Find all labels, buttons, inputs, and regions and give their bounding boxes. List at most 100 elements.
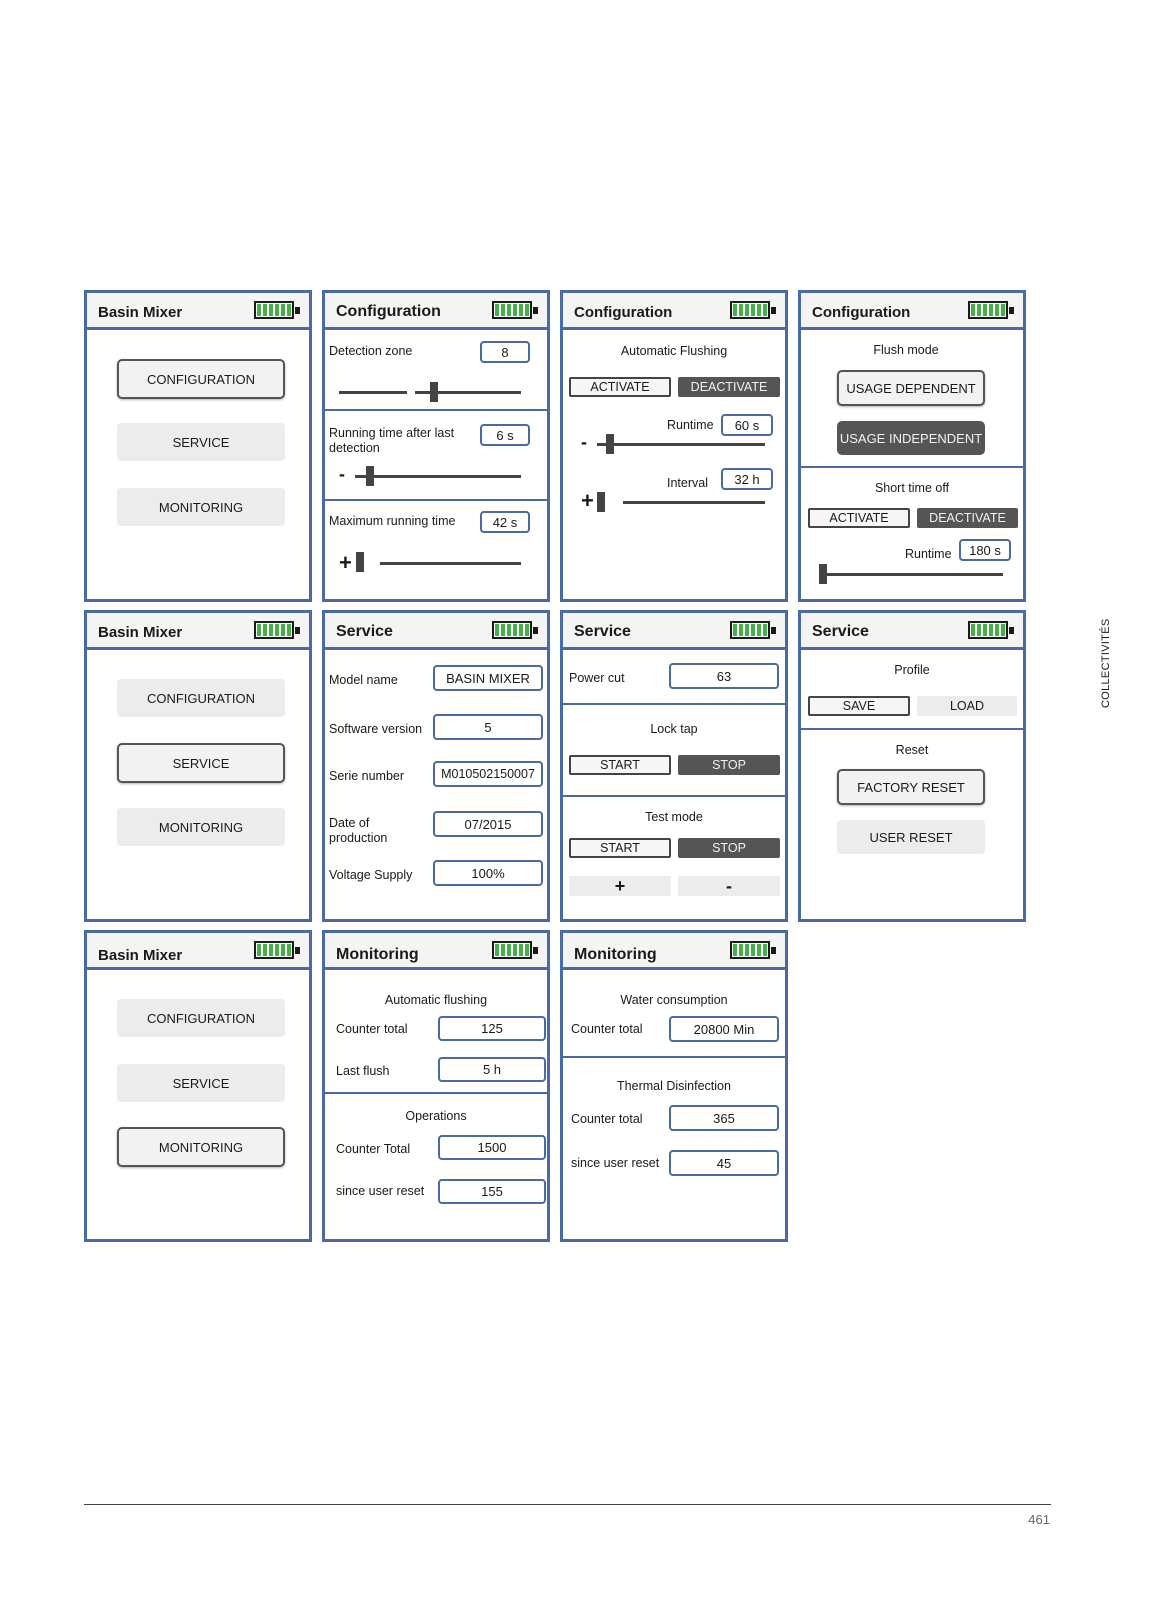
panel-title: Service: [336, 623, 393, 640]
panel-header: Configuration: [325, 293, 547, 330]
panel-service-info: Service Model name BASIN MIXER Software …: [322, 610, 550, 922]
interval-field[interactable]: 32 h: [721, 468, 773, 490]
panel-title: Basin Mixer: [98, 304, 183, 321]
deactivate-button[interactable]: DEACTIVATE: [678, 377, 780, 397]
deactivate-button[interactable]: DEACTIVATE: [917, 508, 1018, 528]
panel-configuration-sensor: Configuration Detection zone 8 Running t…: [322, 290, 550, 602]
service-button[interactable]: SERVICE: [117, 743, 285, 783]
battery-icon: [968, 621, 1014, 639]
detection-zone-slider-track-left[interactable]: [339, 391, 407, 394]
voltage-supply-label: Voltage Supply: [329, 868, 413, 882]
battery-icon: [730, 941, 776, 959]
profile-heading: Profile: [894, 663, 930, 677]
service-button[interactable]: SERVICE: [117, 1064, 285, 1102]
reset-heading: Reset: [895, 743, 929, 757]
panel-header: Service: [325, 613, 547, 650]
panel-basin-mixer-3: Basin Mixer CONFIGURATION SERVICE MONITO…: [84, 930, 312, 1242]
section-divider: [563, 703, 785, 705]
test-mode-heading: Test mode: [645, 810, 703, 824]
configuration-button[interactable]: CONFIGURATION: [117, 359, 285, 399]
thermal-disinfection-heading: Thermal Disinfection: [617, 1079, 731, 1093]
battery-icon: [968, 301, 1014, 319]
panel-header: Service: [801, 613, 1023, 650]
running-time-label: Running time after last detection: [329, 426, 455, 455]
software-version-label: Software version: [329, 722, 423, 736]
battery-icon: [492, 301, 538, 319]
monitoring-button[interactable]: MONITORING: [117, 808, 285, 846]
running-time-slider-track[interactable]: [355, 475, 521, 478]
max-running-slider-thumb[interactable]: [356, 552, 364, 572]
increase-button[interactable]: +: [569, 876, 671, 896]
runtime-field[interactable]: 60 s: [721, 414, 773, 436]
usage-independent-button[interactable]: USAGE INDEPENDENT: [837, 421, 985, 455]
monitoring-button[interactable]: MONITORING: [117, 1127, 285, 1167]
decrease-button[interactable]: -: [678, 876, 780, 896]
panel-monitoring-flushing: Monitoring Automatic flushing Counter to…: [322, 930, 550, 1242]
service-button[interactable]: SERVICE: [117, 423, 285, 461]
factory-reset-button[interactable]: FACTORY RESET: [837, 769, 985, 805]
runtime-slider-thumb[interactable]: [606, 434, 614, 454]
panel-header: Monitoring: [325, 933, 547, 970]
since-user-reset-field: 155: [438, 1179, 546, 1204]
increase-icon[interactable]: +: [339, 550, 352, 575]
activate-button[interactable]: ACTIVATE: [808, 508, 910, 528]
thermal-since-user-reset-field: 45: [669, 1150, 779, 1176]
runtime-slider-track[interactable]: [821, 573, 1003, 576]
panel-title: Basin Mixer: [98, 947, 183, 964]
power-cut-field: 63: [669, 663, 779, 689]
last-flush-field: 5 h: [438, 1057, 546, 1082]
last-flush-label: Last flush: [336, 1064, 390, 1078]
software-version-field: 5: [433, 714, 543, 740]
test-mode-start-button[interactable]: START: [569, 838, 671, 858]
counter-total-label: Counter total: [336, 1022, 408, 1036]
section-divider: [801, 728, 1023, 730]
runtime-label: Runtime: [667, 418, 714, 432]
decrease-icon[interactable]: -: [581, 432, 587, 452]
interval-label: Interval: [667, 476, 708, 490]
user-reset-button[interactable]: USER RESET: [837, 820, 985, 854]
runtime-field[interactable]: 180 s: [959, 539, 1011, 561]
running-time-field[interactable]: 6 s: [480, 424, 530, 446]
lock-tap-start-button[interactable]: START: [569, 755, 671, 775]
increase-icon[interactable]: +: [581, 488, 594, 513]
model-name-field: BASIN MIXER: [433, 665, 543, 691]
water-counter-total-field: 20800 Min: [669, 1016, 779, 1042]
operations-heading: Operations: [405, 1109, 467, 1123]
save-button[interactable]: SAVE: [808, 696, 910, 716]
panel-title: Configuration: [336, 303, 441, 320]
running-time-slider-thumb[interactable]: [366, 466, 374, 486]
detection-zone-slider-track-right[interactable]: [415, 391, 521, 394]
panel-header: Configuration: [801, 293, 1023, 330]
model-name-label: Model name: [329, 673, 398, 687]
usage-dependent-button[interactable]: USAGE DEPENDENT: [837, 370, 985, 406]
operations-counter-total-label: Counter Total: [336, 1142, 411, 1156]
lock-tap-stop-button[interactable]: STOP: [678, 755, 780, 775]
detection-zone-slider-thumb[interactable]: [430, 382, 438, 402]
panel-title: Service: [574, 623, 631, 640]
max-running-time-field[interactable]: 42 s: [480, 511, 530, 533]
footer-divider: [84, 1504, 1051, 1505]
load-button[interactable]: LOAD: [917, 696, 1017, 716]
battery-icon: [254, 621, 300, 639]
section-divider: [325, 499, 547, 501]
detection-zone-field[interactable]: 8: [480, 341, 530, 363]
detection-zone-label: Detection zone: [329, 344, 413, 358]
max-running-slider-track[interactable]: [380, 562, 521, 565]
configuration-button[interactable]: CONFIGURATION: [117, 679, 285, 717]
section-divider: [801, 466, 1023, 468]
automatic-flushing-heading: Automatic Flushing: [620, 344, 728, 358]
test-mode-stop-button[interactable]: STOP: [678, 838, 780, 858]
activate-button[interactable]: ACTIVATE: [569, 377, 671, 397]
decrease-icon[interactable]: -: [339, 464, 345, 484]
panel-header: Basin Mixer: [87, 613, 309, 650]
panel-service-tests: Service Power cut 63 Lock tap START STOP…: [560, 610, 788, 922]
battery-icon: [254, 941, 300, 959]
panel-header: Basin Mixer: [87, 933, 309, 970]
interval-slider-track[interactable]: [623, 501, 765, 504]
monitoring-button[interactable]: MONITORING: [117, 488, 285, 526]
configuration-button[interactable]: CONFIGURATION: [117, 999, 285, 1037]
interval-slider-thumb[interactable]: [597, 492, 605, 512]
panel-configuration-flush-mode: Configuration Flush mode USAGE DEPENDENT…: [798, 290, 1026, 602]
runtime-slider-track[interactable]: [597, 443, 765, 446]
panel-service-profile: Service Profile SAVE LOAD Reset FACTORY …: [798, 610, 1026, 922]
